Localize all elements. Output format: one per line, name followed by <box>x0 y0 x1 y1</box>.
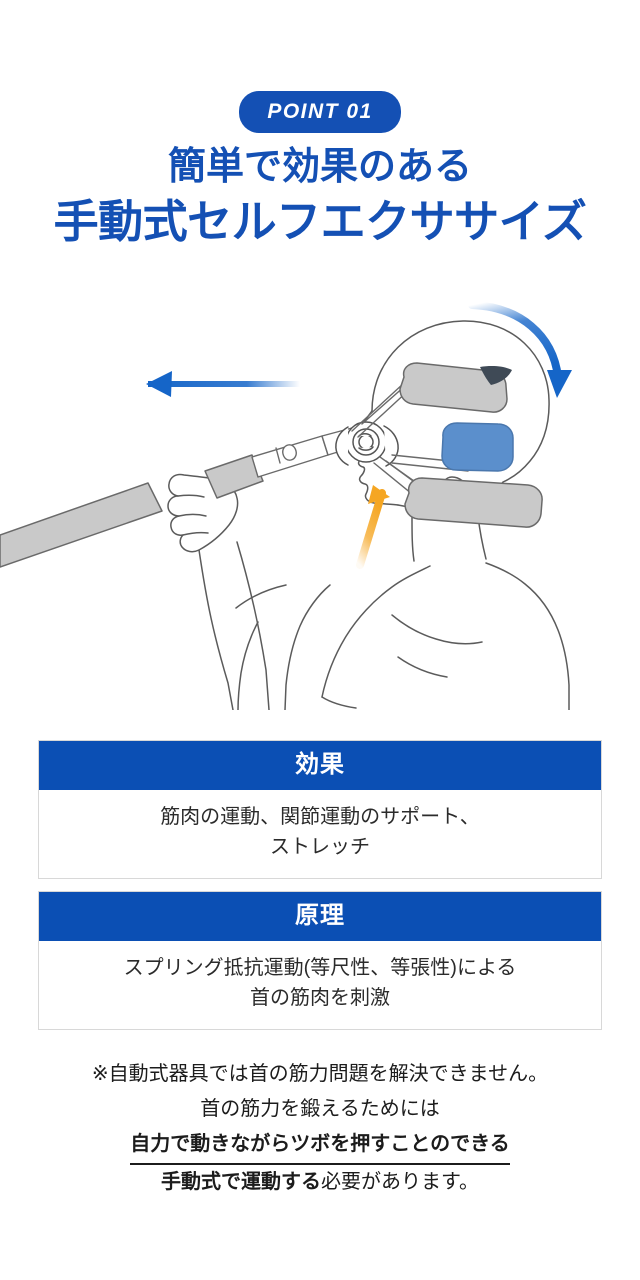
upper-neck-pad <box>399 362 508 413</box>
footnote-line-4-rest: 必要があります。 <box>321 1171 479 1193</box>
info-table-principle-body: スプリング抵抗運動(等尺性、等張性)による 首の筋肉を刺激 <box>39 941 601 1029</box>
resistance-arrow <box>356 485 390 569</box>
footnote-line-2: 首の筋力を鍛えるためには <box>200 1098 440 1120</box>
headline-line-1: 簡単で効果のある <box>167 146 472 188</box>
footnote-line-4-wrapper: 手動式で運動する必要があります。 <box>0 1165 640 1200</box>
head-rotation-arrow <box>468 301 572 398</box>
gripping-hand <box>167 473 270 710</box>
lower-neck-pad <box>404 477 543 528</box>
page-title: 簡単で効果のある 手動式セルフエクササイズ <box>0 143 640 250</box>
info-table-principle-body-line-1: スプリング抵抗運動(等尺性、等張性)による <box>123 957 517 979</box>
info-table-effect-body: 筋肉の運動、関節運動のサポート、 ストレッチ <box>39 790 601 878</box>
info-table-principle-body-line-2: 首の筋肉を刺激 <box>250 987 390 1009</box>
handle-bar <box>0 454 264 568</box>
jaw-shadow <box>480 366 512 385</box>
point-badge-container: POINT 01 <box>0 91 640 133</box>
product-usage-illustration <box>0 285 640 710</box>
footnote-line-4-strong: 手動式で運動する <box>161 1171 321 1193</box>
info-table-effect: 効果 筋肉の運動、関節運動のサポート、 ストレッチ <box>38 740 602 879</box>
footnote-line-3-wrapper: 自力で動きながらツボを押すことのできる <box>0 1127 640 1165</box>
pull-direction-arrow <box>146 371 300 397</box>
info-table-principle-header: 原理 <box>39 892 601 941</box>
point-badge: POINT 01 <box>239 91 401 133</box>
info-table-effect-body-line-1: 筋肉の運動、関節運動のサポート、 <box>160 806 480 828</box>
footnote: ※自動式器具では首の筋力問題を解決できません。 首の筋力を鍛えるためには 自力で… <box>0 1057 640 1200</box>
info-table-effect-body-line-2: ストレッチ <box>270 836 370 858</box>
spring-hinge <box>335 421 399 467</box>
info-table-effect-header: 効果 <box>39 741 601 790</box>
info-table-principle: 原理 スプリング抵抗運動(等尺性、等張性)による 首の筋肉を刺激 <box>38 891 602 1030</box>
chin-support-pad <box>441 422 514 472</box>
footnote-line-1: ※自動式器具では首の筋力問題を解決できません。 <box>91 1063 549 1085</box>
footnote-line-3-underlined: 自力で動きながらツボを押すことのできる <box>130 1127 510 1165</box>
headline-line-2: 手動式セルフエクササイズ <box>53 195 587 247</box>
